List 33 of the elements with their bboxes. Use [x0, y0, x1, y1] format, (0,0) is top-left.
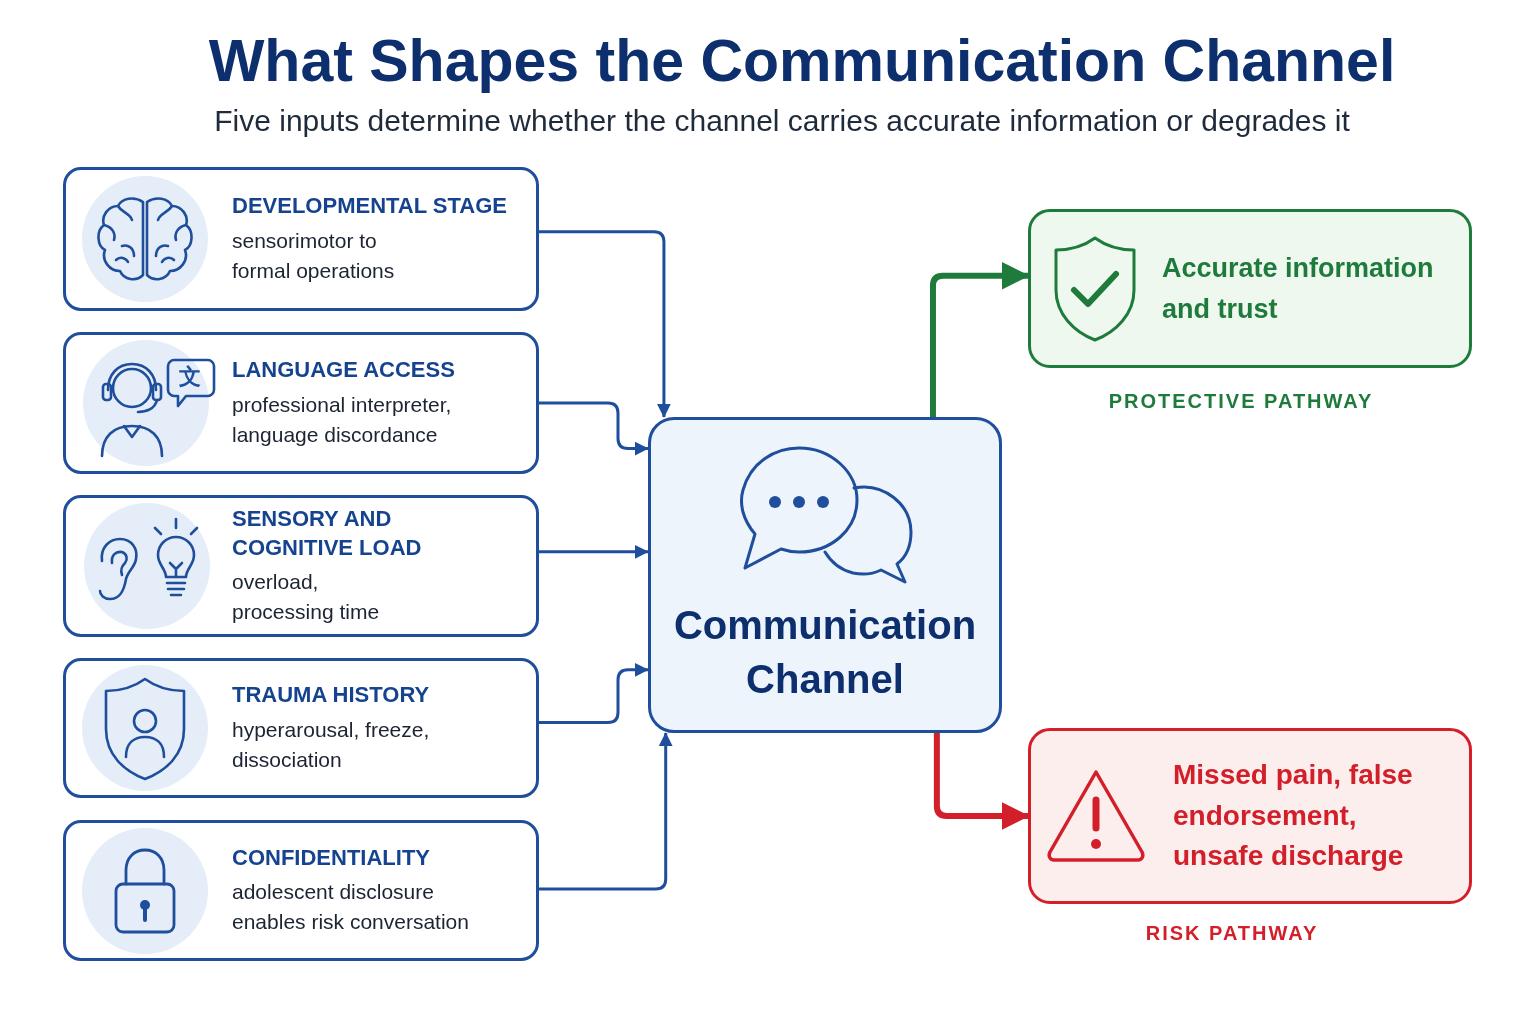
card-heading: TRAUMA HISTORY: [232, 681, 431, 710]
card-heading: SENSORY AND COGNITIVE LOAD: [232, 505, 423, 562]
channel-title: Communication Channel: [672, 602, 978, 703]
input-card: [63, 332, 539, 474]
card-heading: DEVELOPMENTAL STAGE: [232, 192, 509, 221]
bubble-glyph: 文: [178, 363, 202, 391]
pathway-label: PROTECTIVE PATHWAY: [1107, 389, 1375, 414]
input-card: [63, 495, 539, 637]
input-card: [63, 658, 539, 798]
outcome-box: [1028, 209, 1472, 368]
arrow: [539, 230, 671, 418]
channel-box: [648, 417, 1002, 733]
arrow: [539, 732, 673, 891]
arrow: [933, 733, 1030, 830]
arrow: [539, 544, 649, 559]
card-description: overload, processing time: [232, 569, 381, 626]
card-heading: CONFIDENTIALITY: [232, 843, 431, 872]
card-description: adolescent disclosure enables risk conversation: [232, 879, 470, 936]
input-card: [63, 820, 539, 961]
arrow: [929, 262, 1030, 417]
title: What Shapes the Communication Channel: [207, 27, 1397, 96]
pathway-label: RISK PATHWAY: [1144, 921, 1320, 946]
arrow: [539, 662, 649, 724]
card-description: hyperarousal, freeze, dissociation: [232, 717, 431, 773]
card-description: professional interpreter, language discordance: [232, 392, 453, 448]
outcome-text: Accurate information and trust: [1162, 252, 1435, 326]
outcome-text: Missed pain, false endorsement, unsafe discharge: [1173, 758, 1414, 874]
card-heading: LANGUAGE ACCESS: [232, 356, 456, 385]
input-card: [63, 167, 539, 311]
arrow: [539, 401, 649, 456]
outcome-box: [1028, 728, 1472, 904]
card-description: sensorimotor to formal operations: [232, 228, 396, 284]
subtitle: Five inputs determine whether the channel carries accurate information or degrades it: [213, 103, 1351, 139]
